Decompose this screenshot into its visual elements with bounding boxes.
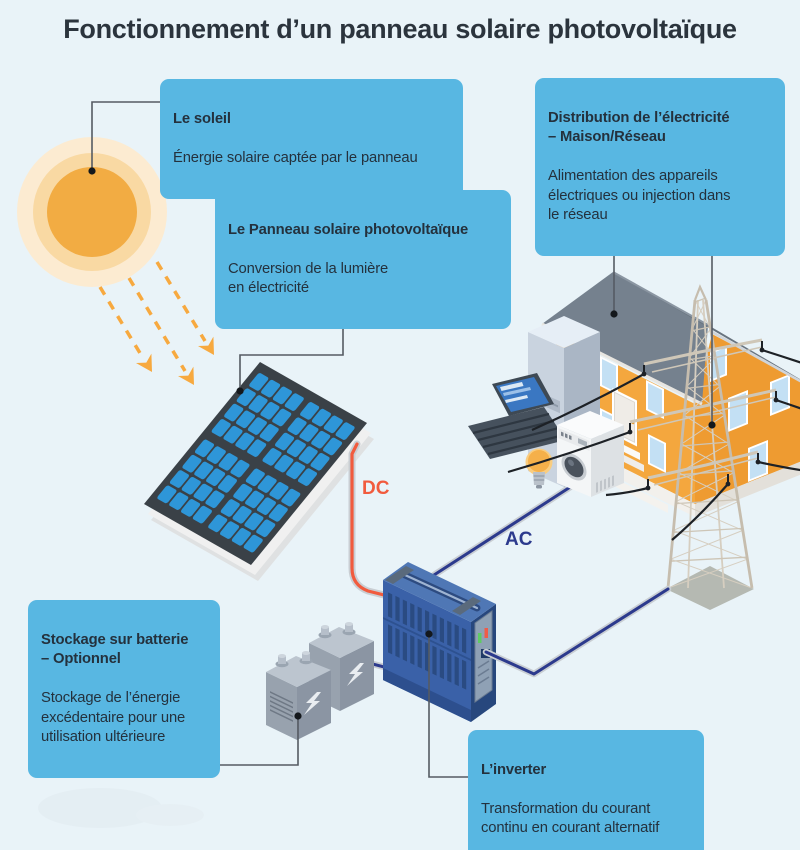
ac-wire-grid [482, 585, 672, 678]
callout-stockage-title: Stockage sur batterie – Optionnel [41, 631, 189, 668]
house-window [646, 380, 664, 419]
callout-inverter-title: L’inverter [481, 761, 547, 778]
dc-current-label: DC [362, 478, 390, 499]
page-title: Fonctionnement d’un panneau solaire phot… [63, 14, 737, 44]
inverter-icon [383, 562, 496, 722]
connector-dots [88, 167, 716, 720]
callout-distribution: Distribution de l’électricité – Maison/R… [535, 78, 785, 257]
house-window [648, 434, 666, 473]
watermark [38, 788, 204, 828]
callout-inverter: L’inverter Transformation du courant con… [468, 730, 704, 850]
callout-soleil: Le soleil Énergie solaire captée par le … [160, 79, 463, 199]
callout-soleil-title: Le soleil [173, 110, 231, 127]
dc-wire [348, 440, 404, 603]
inverter-red-light [484, 628, 488, 638]
callout-distribution-title: Distribution de l’électricité – Maison/R… [548, 109, 730, 146]
house-window [770, 373, 790, 416]
ac-current-label: AC [505, 529, 533, 550]
inverter-green-light [478, 633, 482, 643]
callout-panneau-body: Conversion de la lumière en électricité [228, 260, 389, 297]
power-lines [507, 341, 800, 541]
laptop-icon [468, 373, 566, 459]
callout-soleil-body: Énergie solaire captée par le panneau [173, 149, 418, 166]
power-tower-icon [507, 284, 800, 610]
callout-panneau: Le Panneau solaire photovoltaïque Conver… [215, 190, 511, 330]
battery-icon-left [266, 651, 331, 740]
light-bulb-icon [525, 448, 553, 489]
tower-base [666, 566, 754, 610]
connector-inverter [428, 634, 468, 778]
washing-machine-icon [557, 411, 624, 497]
callout-stockage: Stockage sur batterie – Optionnel Stocka… [28, 600, 220, 779]
callout-stockage-body: Stockage de l’énergie excédentaire pour … [41, 690, 186, 746]
sun-rays-icon [98, 261, 214, 385]
battery-icon-right [309, 622, 374, 711]
solar-panel-icon [144, 362, 374, 581]
callout-panneau-title: Le Panneau solaire photovoltaïque [228, 221, 469, 238]
ac-wire-house [430, 478, 582, 579]
callout-inverter-body: Transformation du courant continu en cou… [481, 800, 660, 837]
callout-distribution-body: Alimentation des appareils électriques o… [548, 168, 731, 224]
sun-icon [17, 137, 167, 287]
roof [542, 272, 708, 404]
house-window [600, 356, 618, 395]
connector-soleil [91, 101, 160, 171]
